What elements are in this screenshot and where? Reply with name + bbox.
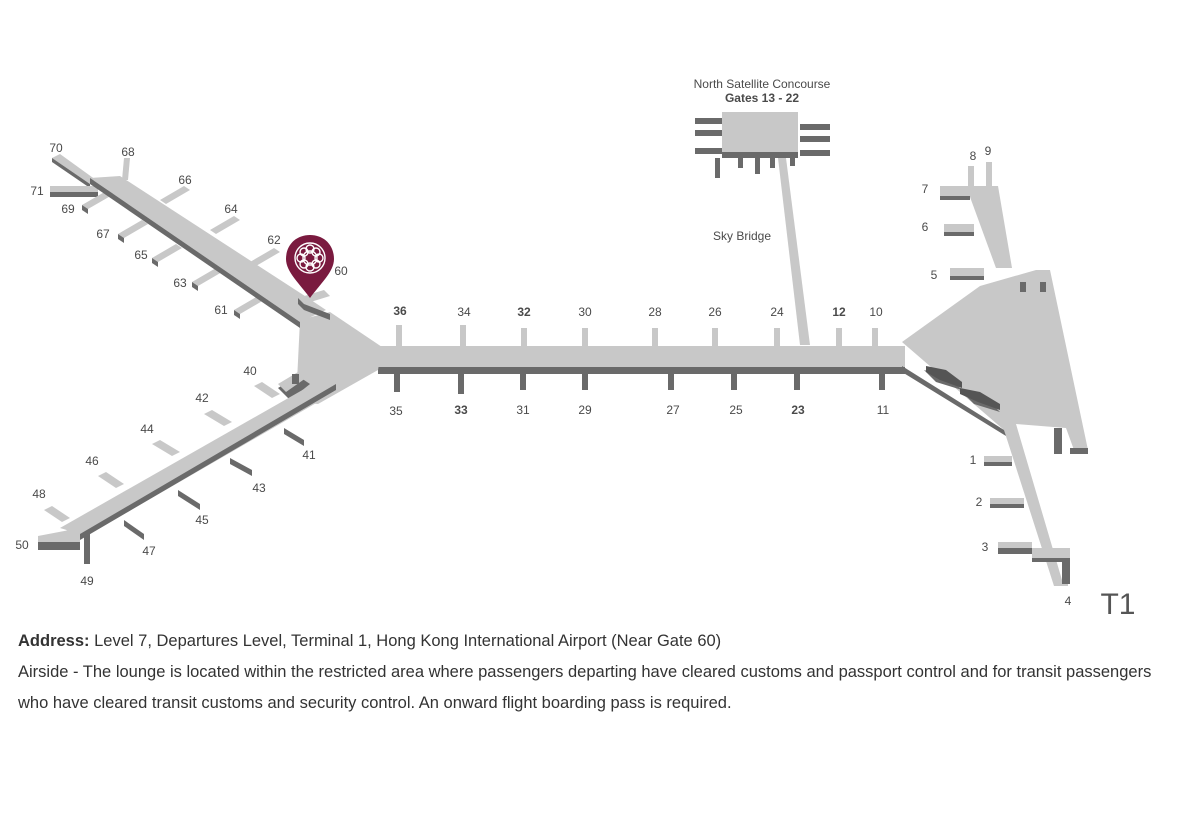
gate-label: 5 bbox=[931, 268, 938, 282]
main-concourse bbox=[378, 325, 905, 394]
gate-label: 60 bbox=[334, 264, 348, 278]
satellite-title: North Satellite Concourse bbox=[694, 77, 831, 91]
gate-label: 3 bbox=[982, 540, 989, 554]
southwest-pier bbox=[38, 380, 336, 564]
gate-labels: 70 68 66 64 62 60 71 69 67 65 63 61 40 4… bbox=[15, 141, 1071, 608]
gate-label: 67 bbox=[96, 227, 110, 241]
lounge-info: Address: Level 7, Departures Level, Term… bbox=[18, 626, 1182, 719]
gate-label: 11 bbox=[877, 403, 890, 417]
gate-label: 2 bbox=[976, 495, 983, 509]
gate-label: 44 bbox=[140, 422, 154, 436]
gate-label: 7 bbox=[922, 182, 929, 196]
gate-label: 6 bbox=[922, 220, 929, 234]
gate-label: 70 bbox=[49, 141, 63, 155]
gate-label: 12 bbox=[832, 305, 846, 319]
gate-label: 64 bbox=[224, 202, 238, 216]
airside-description: Airside - The lounge is located within t… bbox=[18, 663, 1152, 712]
gate-label: 28 bbox=[648, 305, 662, 319]
gate-label: 9 bbox=[985, 144, 992, 158]
gate-label: 8 bbox=[970, 149, 977, 163]
gate-label: 26 bbox=[708, 305, 722, 319]
central-hub bbox=[278, 312, 382, 404]
gate-label: 33 bbox=[454, 403, 468, 417]
address-line: Address: Level 7, Departures Level, Term… bbox=[18, 626, 1182, 657]
gate-label: 63 bbox=[173, 276, 187, 290]
gate-label: 47 bbox=[142, 544, 156, 558]
gate-label: 62 bbox=[267, 233, 281, 247]
gate-label: 34 bbox=[457, 305, 471, 319]
gate-label: 46 bbox=[85, 454, 99, 468]
gate-label: 49 bbox=[80, 574, 94, 588]
gate-label: 35 bbox=[389, 404, 403, 418]
gate-label: 29 bbox=[578, 403, 592, 417]
gate-label: 30 bbox=[578, 305, 592, 319]
gate-label: 27 bbox=[666, 403, 680, 417]
gate-label: 24 bbox=[770, 305, 784, 319]
gate-label: 50 bbox=[15, 538, 29, 552]
lounge-logo-icon bbox=[294, 242, 326, 274]
sky-bridge-label: Sky Bridge bbox=[713, 229, 771, 243]
gate-label: 68 bbox=[121, 145, 135, 159]
east-hub bbox=[902, 162, 1088, 586]
address-label: Address: bbox=[18, 632, 90, 650]
terminal-label: T1 bbox=[1100, 588, 1135, 621]
gate-label: 48 bbox=[32, 487, 46, 501]
gate-label: 31 bbox=[516, 403, 530, 417]
gate-label: 66 bbox=[178, 173, 192, 187]
gate-label: 43 bbox=[252, 481, 266, 495]
gate-label: 40 bbox=[243, 364, 257, 378]
gate-label: 32 bbox=[517, 305, 531, 319]
north-satellite-concourse bbox=[695, 112, 830, 345]
lounge-marker[interactable] bbox=[286, 235, 334, 298]
address-text: Level 7, Departures Level, Terminal 1, H… bbox=[94, 632, 722, 650]
gate-label: 45 bbox=[195, 513, 209, 527]
gate-label: 69 bbox=[61, 202, 75, 216]
satellite-gates-label: Gates 13 - 22 bbox=[725, 91, 799, 105]
airport-terminal-map: North Satellite Concourse Gates 13 - 22 … bbox=[15, 77, 1135, 621]
gate-label: 65 bbox=[134, 248, 148, 262]
northwest-pier bbox=[50, 154, 330, 328]
gate-label: 10 bbox=[869, 305, 883, 319]
gate-label: 61 bbox=[214, 303, 228, 317]
gate-label: 71 bbox=[30, 184, 44, 198]
gate-label: 4 bbox=[1065, 594, 1072, 608]
gate-label: 41 bbox=[302, 448, 316, 462]
gate-label: 1 bbox=[970, 453, 977, 467]
gate-label: 23 bbox=[791, 403, 805, 417]
gate-label: 36 bbox=[393, 304, 407, 318]
gate-label: 25 bbox=[729, 403, 743, 417]
location-pin-icon[interactable] bbox=[286, 235, 334, 298]
gate-label: 42 bbox=[195, 391, 209, 405]
